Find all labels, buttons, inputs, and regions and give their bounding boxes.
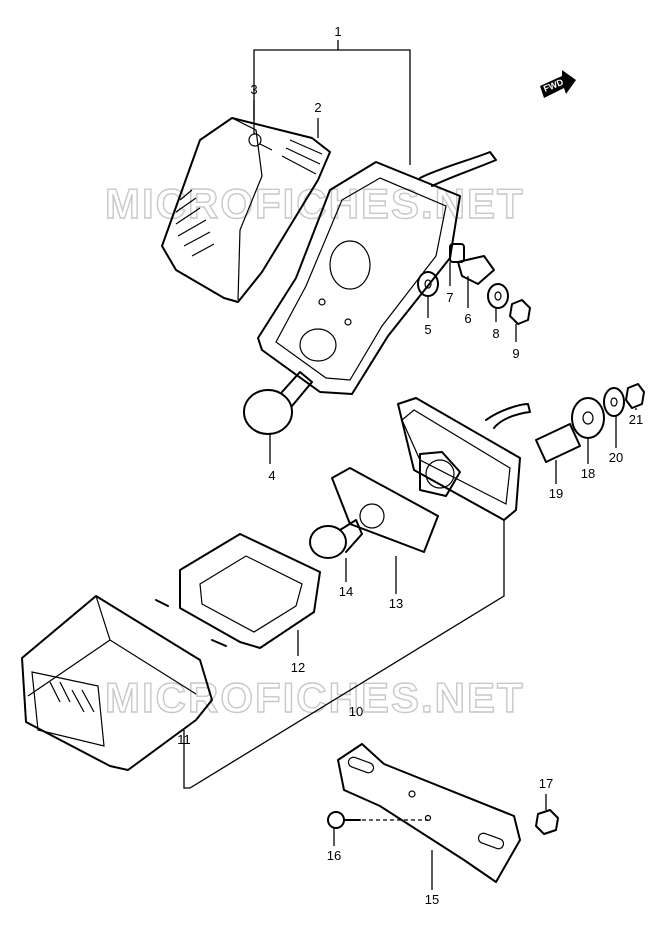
- callout-15: 15: [425, 892, 439, 907]
- callout-4: 4: [268, 468, 275, 483]
- callout-16: 16: [327, 848, 341, 863]
- callout-10: 10: [349, 704, 363, 719]
- upper-housing-assembly: [161, 40, 531, 435]
- callout-2: 2: [314, 100, 321, 115]
- callout-13: 13: [389, 596, 403, 611]
- callout-5: 5: [424, 322, 431, 337]
- fwd-arrow-icon: FWD: [540, 70, 576, 98]
- callout-8: 8: [492, 326, 499, 341]
- callout-7: 7: [446, 290, 453, 305]
- callout-6: 6: [464, 311, 471, 326]
- callout-19: 19: [549, 486, 563, 501]
- callout-3: 3: [250, 82, 257, 97]
- callout-1: 1: [334, 24, 341, 39]
- callout-leaders: [253, 100, 637, 890]
- lower-taillight-assembly: [21, 383, 645, 789]
- callout-17: 17: [539, 776, 553, 791]
- callout-12: 12: [291, 660, 305, 675]
- callout-21: 21: [629, 412, 643, 427]
- license-bracket-assembly: [327, 743, 559, 883]
- callout-9: 9: [512, 346, 519, 361]
- callout-20: 20: [609, 450, 623, 465]
- callout-11: 11: [177, 732, 191, 747]
- callout-labels: 1 2 3 4 5 6 7 8 9 10 11 12 13 14 15 16 1…: [177, 24, 643, 907]
- watermark-bottom: MICROFICHES.NET: [105, 674, 525, 721]
- callout-14: 14: [339, 584, 353, 599]
- callout-18: 18: [581, 466, 595, 481]
